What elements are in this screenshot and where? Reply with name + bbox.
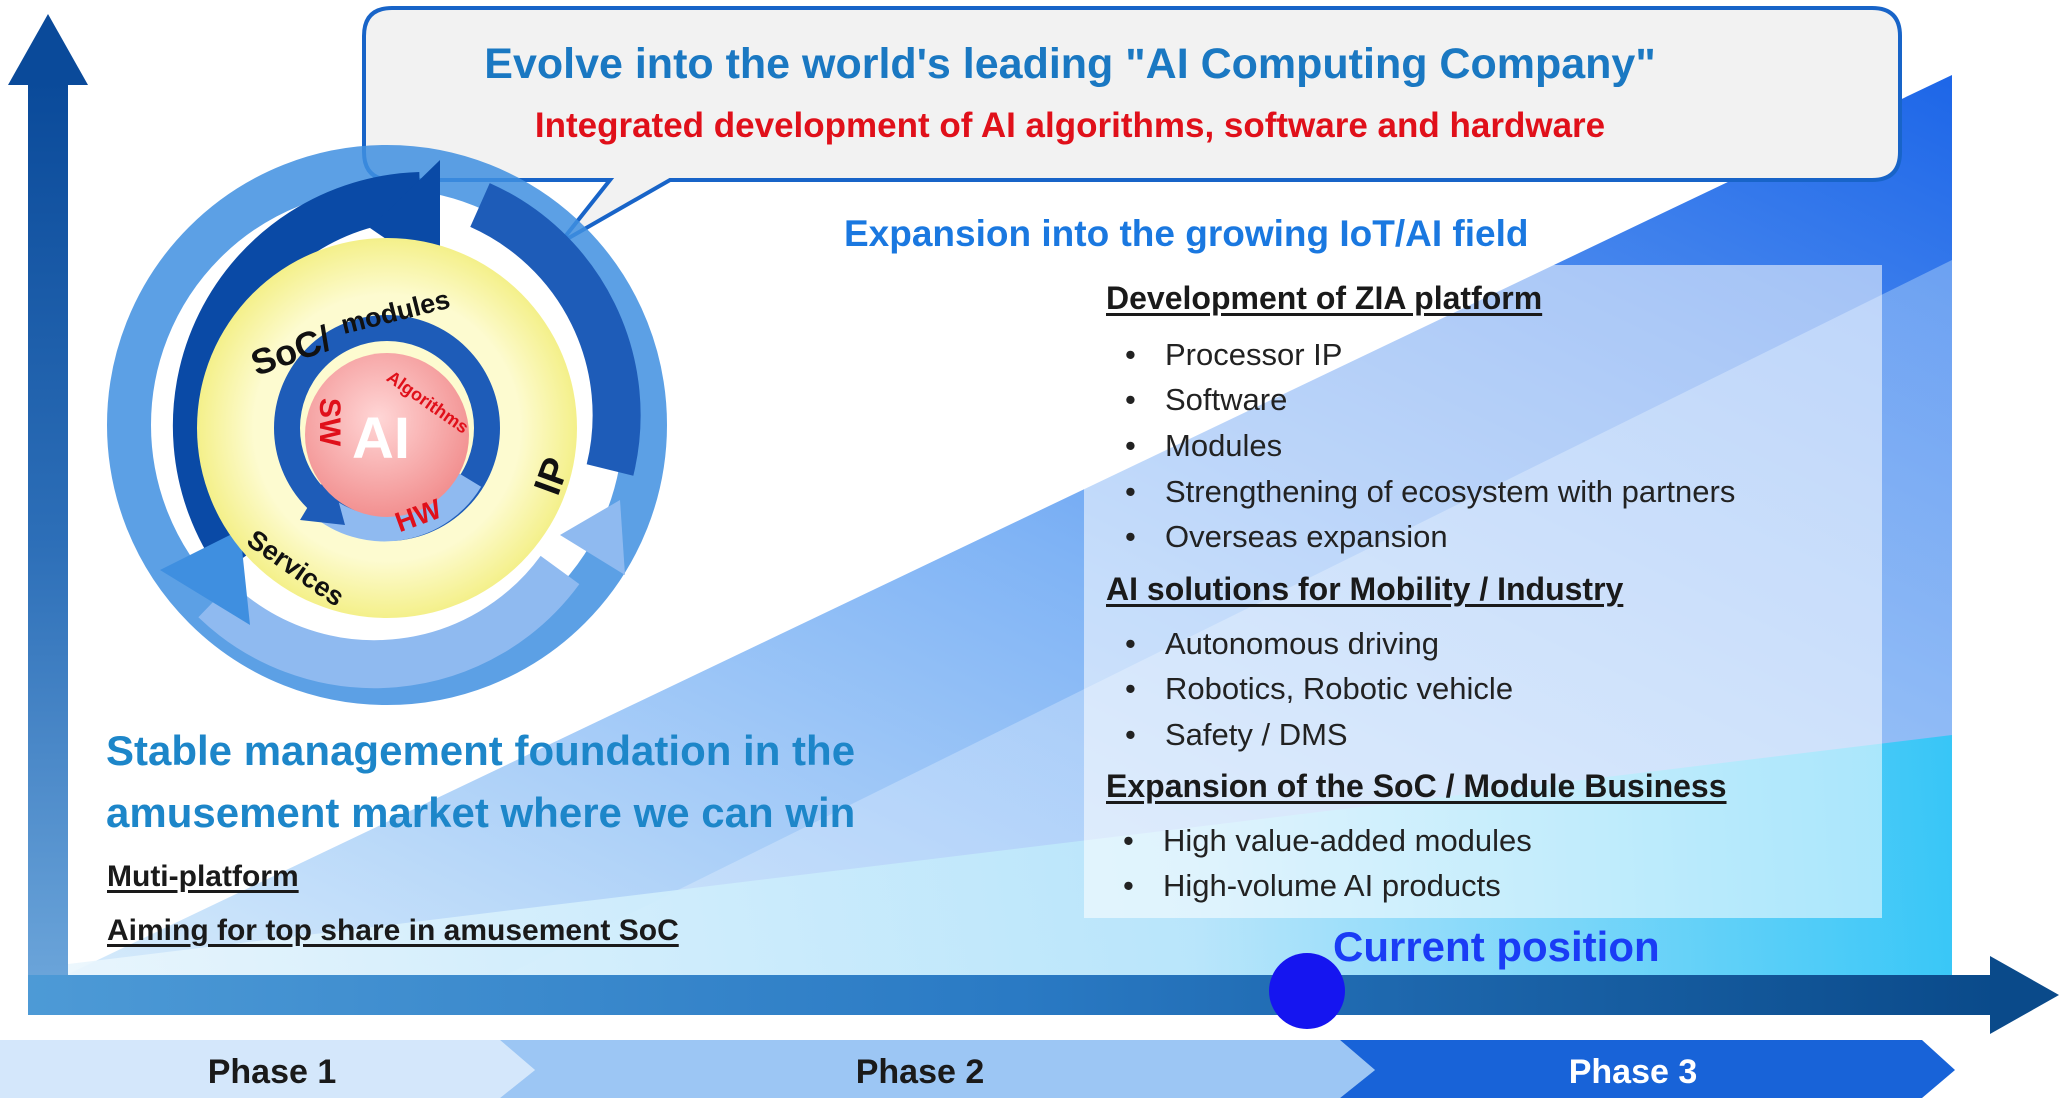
stable-foundation-title: Stable management foundation in the amus… (106, 727, 856, 836)
phase-3-band (1340, 1040, 1955, 1098)
list-item: Strengthening of ecosystem with partners (1125, 474, 1735, 510)
list-item: Software (1125, 382, 1287, 418)
list-item: Processor IP (1125, 337, 1343, 373)
sw-label: SW (313, 397, 347, 447)
current-position-label: Current position (1333, 923, 1660, 970)
outer-arrow-right (469, 183, 641, 476)
list-item: Modules (1125, 428, 1282, 464)
callout-subtitle: Integrated development of AI algorithms,… (534, 106, 1606, 145)
list-item: Autonomous driving (1125, 626, 1439, 662)
outer-arrowhead-left (160, 530, 250, 625)
y-axis-arrowhead (8, 14, 88, 85)
axes (8, 14, 2059, 1034)
outer-arrow-top (172, 172, 421, 574)
list-item: High value-added modules (1123, 823, 1532, 859)
x-axis-shaft (28, 975, 2003, 1015)
content-panel (1084, 265, 1882, 918)
phase-2-band (500, 1040, 1375, 1098)
outer-arrow-bottom (198, 555, 580, 689)
expansion-title: Expansion into the growing IoT/AI field (844, 213, 1529, 254)
phase-1-band (0, 1040, 535, 1098)
list-item: Overseas expansion (1125, 519, 1448, 555)
section-heading: Expansion of the SoC / Module Business (1106, 768, 1727, 804)
multi-platform-label: Muti-platform (107, 860, 299, 893)
section-heading: Development of ZIA platform (1106, 280, 1543, 316)
callout-title: Evolve into the world's leading "AI Comp… (484, 40, 1656, 88)
callout-bubble (362, 6, 1902, 245)
list-item: Safety / DMS (1125, 717, 1348, 753)
top-share-label: Aiming for top share in amusement SoC (107, 914, 679, 947)
phase-bar (0, 1040, 1955, 1098)
current-position-dot (1269, 953, 1345, 1029)
callout-shape (362, 6, 1902, 245)
list-item: Robotics, Robotic vehicle (1125, 671, 1513, 707)
growth-background (60, 75, 1952, 978)
ai-cycle-diagram (107, 145, 667, 705)
outer-arrowhead-right (560, 500, 625, 575)
phase-1-label: Phase 1 (207, 1053, 337, 1091)
ai-core-label: AI (352, 406, 410, 471)
phase-2-label: Phase 2 (855, 1053, 985, 1091)
ai-core (305, 353, 469, 517)
list-item: High-volume AI products (1123, 868, 1501, 904)
phase-3-label: Phase 3 (1568, 1053, 1698, 1091)
y-axis-shaft (28, 80, 68, 1010)
x-axis-arrowhead (1990, 956, 2059, 1034)
section-heading: AI solutions for Mobility / Industry (1106, 571, 1624, 607)
